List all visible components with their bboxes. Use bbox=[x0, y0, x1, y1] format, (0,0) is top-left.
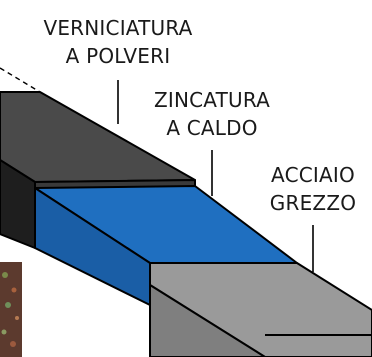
leader-lines bbox=[117, 80, 314, 272]
label-powder-coating-line1: VERNICIATURA bbox=[43, 16, 192, 40]
label-hot-dip-galvanizing: ZINCATURA A CALDO bbox=[154, 88, 270, 140]
label-zinc-line2: A CALDO bbox=[166, 116, 257, 140]
label-raw-steel-line1: ACCIAIO bbox=[271, 163, 355, 187]
raw-steel-layer bbox=[149, 262, 372, 357]
label-zinc-line1: ZINCATURA bbox=[154, 88, 270, 112]
label-powder-coating: VERNICIATURA A POLVERI bbox=[43, 16, 192, 68]
label-raw-steel-line2: GREZZO bbox=[270, 191, 356, 215]
label-powder-coating-line2: A POLVERI bbox=[66, 44, 171, 68]
background-texture bbox=[0, 262, 22, 357]
powder-coat-layer bbox=[0, 67, 196, 249]
label-raw-steel: ACCIAIO GREZZO bbox=[270, 163, 356, 215]
